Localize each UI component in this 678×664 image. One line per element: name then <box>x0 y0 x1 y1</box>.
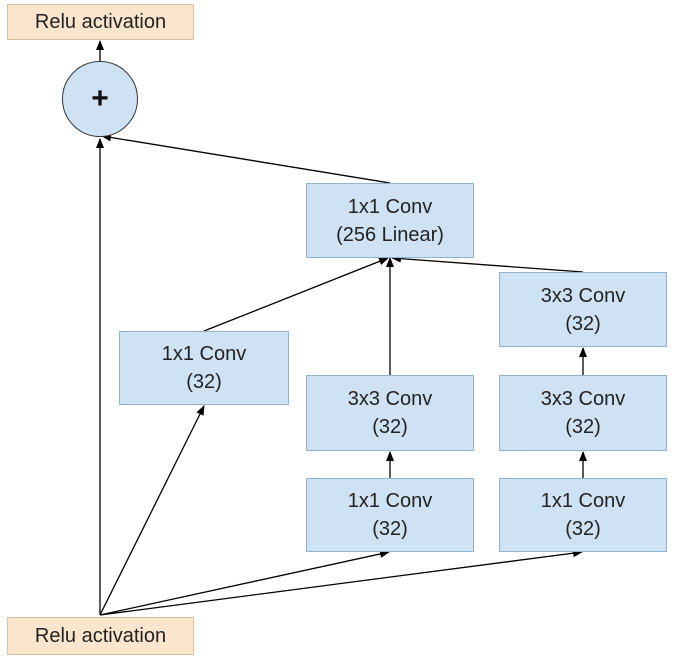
conv-linear-line1: 1x1 Conv <box>347 195 433 218</box>
branch2-conv1-node: 1x1 Conv (32) <box>306 478 474 552</box>
arrow-b1-to-linear <box>203 257 389 332</box>
branch3-conv3-node: 3x3 Conv (32) <box>499 272 667 347</box>
conv-linear-line2: (256 Linear) <box>336 223 444 246</box>
plus-symbol: + <box>91 82 109 115</box>
branch2-conv2-line2: (32) <box>372 416 408 438</box>
relu-activation-top: Relu activation <box>7 4 194 40</box>
arrow-relu-to-branch3 <box>99 549 583 616</box>
branch1-conv1-node: 1x1 Conv (32) <box>119 331 289 405</box>
branch3-conv1-line2: (32) <box>565 518 601 540</box>
branch3-conv3-line2: (32) <box>565 312 601 335</box>
add-node: + <box>62 61 138 137</box>
branch3-conv1-line1: 1x1 Conv <box>540 490 626 512</box>
branch3-conv1-node: 1x1 Conv (32) <box>499 478 667 552</box>
arrow-relu-to-branch2 <box>99 550 390 616</box>
conv-linear-node: 1x1 Conv (256 Linear) <box>306 183 474 258</box>
branch2-conv2-line1: 3x3 Conv <box>347 388 433 410</box>
relu-top-label: Relu activation <box>34 11 167 33</box>
arrow-relu-to-branch1 <box>99 405 205 616</box>
branch2-conv2-node: 3x3 Conv (32) <box>306 375 474 451</box>
branch3-conv3-line1: 3x3 Conv <box>540 284 626 307</box>
branch3-conv2-line1: 3x3 Conv <box>540 388 626 410</box>
branch1-conv1-line2: (32) <box>186 371 222 393</box>
branch3-conv2-node: 3x3 Conv (32) <box>499 375 667 451</box>
branch1-conv1-line1: 1x1 Conv <box>161 343 247 365</box>
arrow-b3c3-to-linear <box>391 254 584 273</box>
arrow-linear-to-add <box>101 133 391 184</box>
branch2-conv1-line1: 1x1 Conv <box>347 490 433 512</box>
branch2-conv1-line2: (32) <box>372 518 408 540</box>
relu-bottom-label: Relu activation <box>34 625 167 647</box>
branch3-conv2-line2: (32) <box>565 416 601 438</box>
relu-activation-bottom: Relu activation <box>7 617 194 655</box>
